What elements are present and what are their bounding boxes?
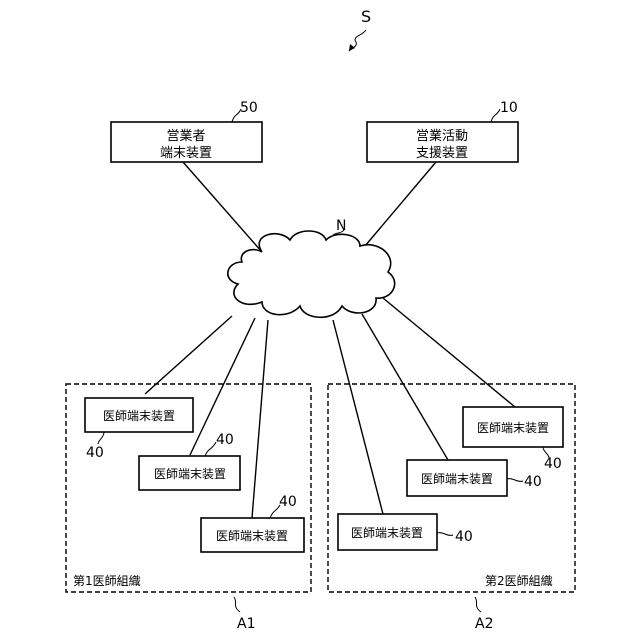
doctor-terminal-6: 医師端末装置 xyxy=(463,407,563,447)
doctor-terminal-3: 医師端末装置 xyxy=(201,518,304,552)
link-support-device xyxy=(365,162,436,246)
link-doctor-3 xyxy=(252,320,268,518)
support-device-line1: 営業活動 xyxy=(416,128,468,144)
doctor-terminal-3-label: 医師端末装置 xyxy=(216,529,288,543)
support-device-ref: 10 xyxy=(500,100,518,116)
sales-terminal-box: 営業者 端末装置 xyxy=(111,122,262,162)
sales-terminal-line2: 端末装置 xyxy=(160,146,212,161)
support-device-ref-lead xyxy=(491,109,500,122)
doctor-terminal-1-ref-lead xyxy=(98,432,104,444)
doctor-terminal-1: 医師端末装置 xyxy=(85,398,193,432)
doctor-terminal-5: 医師端末装置 xyxy=(407,460,507,496)
link-doctor-4 xyxy=(333,320,384,518)
doctor-terminal-6-label: 医師端末装置 xyxy=(477,421,549,435)
system-label: S xyxy=(361,7,371,26)
doctor-terminal-3-ref: 40 xyxy=(279,494,297,510)
org1-label: 第1医師組織 xyxy=(73,574,141,588)
link-doctor-5 xyxy=(362,314,448,460)
network-cloud xyxy=(228,231,395,317)
sales-terminal-ref: 50 xyxy=(240,100,258,116)
link-sales-terminal xyxy=(183,162,262,252)
org2-label: 第2医師組織 xyxy=(485,574,553,588)
doctor-terminal-1-label: 医師端末装置 xyxy=(103,409,175,423)
doctor-terminal-5-ref-lead xyxy=(507,479,523,482)
doctor-terminal-4-ref: 40 xyxy=(455,529,473,545)
support-device-line2: 支援装置 xyxy=(416,146,468,161)
doctor-terminal-1-ref: 40 xyxy=(86,445,104,461)
doctor-terminal-2: 医師端末装置 xyxy=(139,456,240,490)
doctor-terminal-6-ref: 40 xyxy=(544,456,562,472)
org1-ref: A1 xyxy=(237,616,255,632)
doctor-terminal-5-ref: 40 xyxy=(524,474,542,490)
doctor-terminal-2-ref-lead xyxy=(205,442,216,456)
link-doctor-6 xyxy=(383,298,515,407)
sales-terminal-line1: 営業者 xyxy=(166,128,205,144)
doctor-terminal-4-label: 医師端末装置 xyxy=(351,526,423,540)
support-device-box: 営業活動 支援装置 xyxy=(367,122,518,162)
system-pointer-arrowhead xyxy=(349,44,355,51)
org2-ref: A2 xyxy=(475,616,493,632)
doctor-terminal-4-ref-lead xyxy=(437,533,453,536)
doctor-terminal-5-label: 医師端末装置 xyxy=(421,472,493,486)
doctor-terminal-2-ref: 40 xyxy=(216,432,234,448)
doctor-terminal-2-label: 医師端末装置 xyxy=(154,467,226,481)
doctor-terminal-4: 医師端末装置 xyxy=(338,514,437,550)
link-doctor-1 xyxy=(145,316,232,394)
org1-ref-lead xyxy=(234,597,240,612)
org2-ref-lead xyxy=(475,597,481,612)
